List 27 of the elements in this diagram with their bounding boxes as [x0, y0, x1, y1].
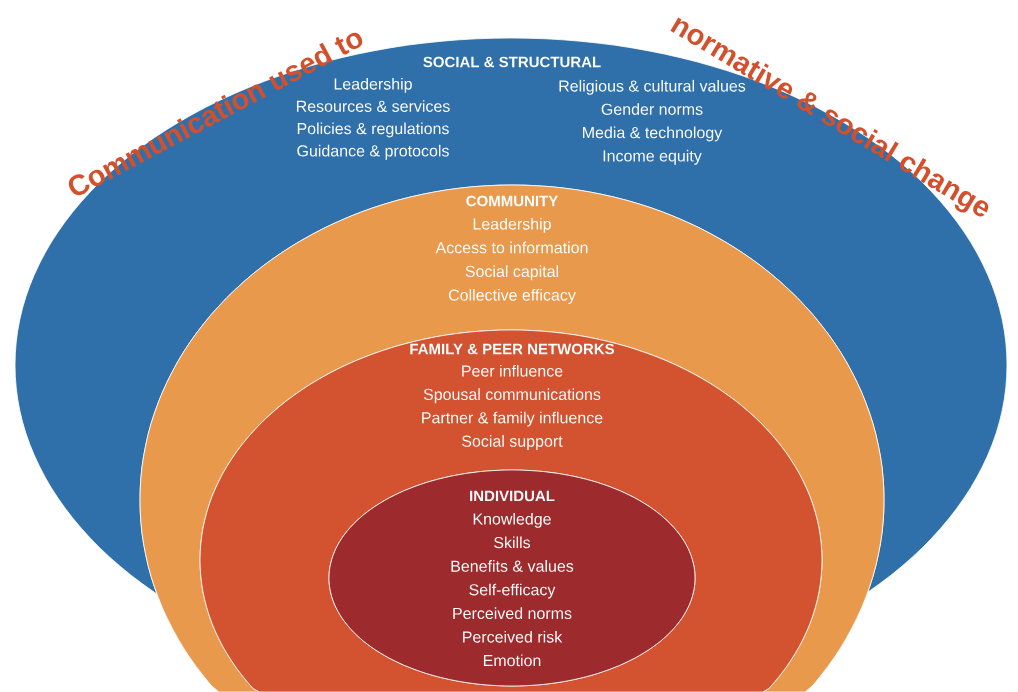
factor-text: Social support [462, 435, 563, 450]
factor-text: Gender norms [601, 103, 703, 115]
factor-text: Skills [494, 536, 531, 549]
factor-text: Policies & regulations [297, 122, 449, 138]
layer-heading: COMMUNITY [466, 195, 558, 207]
factor-text: Guidance & protocols [297, 144, 449, 160]
factor-text: Leadership [334, 77, 412, 93]
layer-heading: FAMILY & PEER NETWORKS [410, 343, 615, 355]
factor-text: Knowledge [473, 512, 551, 528]
factor-text: Peer influence [462, 364, 563, 377]
factor-text: Collective efficacy [448, 289, 576, 304]
ring-band [328, 469, 696, 687]
factor-text: Resources & services [296, 100, 450, 112]
factor-text: Social capital [465, 265, 559, 281]
factor-text: Partner & family influence [422, 411, 603, 427]
factor-text: Income equity [603, 149, 702, 165]
factor-text: Emotion [483, 654, 541, 667]
factor-text: Spousal communications [423, 388, 601, 404]
factor-text: Self-efficacy [469, 583, 556, 599]
factor-text: Leadership [473, 217, 551, 233]
factor-text: Access to information [435, 241, 588, 254]
factor-text: Benefits & values [451, 560, 574, 572]
factor-text: Perceived norms [453, 607, 572, 620]
factor-text: Media & technology [583, 126, 723, 142]
factor-text: Perceived risk [463, 630, 563, 643]
layer-heading: INDIVIDUAL [470, 490, 555, 502]
layer-heading: SOCIAL & STRUCTURAL [423, 56, 601, 68]
